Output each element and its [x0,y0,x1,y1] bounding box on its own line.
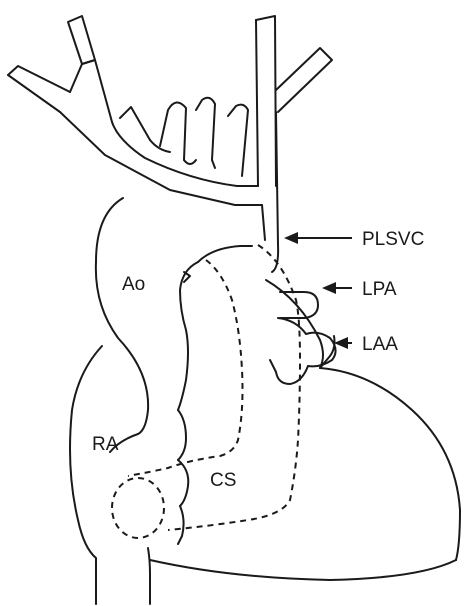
arrow-group [284,232,352,349]
arrow-laa [334,337,352,349]
label-plsvc: PLSVC [362,229,424,250]
heart-outline [70,198,460,604]
label-cs: CS [210,470,236,491]
label-lpa: LPA [362,279,397,300]
label-laa: LAA [362,334,398,355]
label-ra: RA [92,434,119,455]
great-vessels [8,16,332,272]
label-group: Ao RA CS PLSVC LPA LAA [92,229,424,491]
arrow-lpa [322,282,352,294]
laa-appendage [270,318,336,384]
arrow-plsvc [284,232,352,244]
label-ao: Ao [122,274,145,295]
